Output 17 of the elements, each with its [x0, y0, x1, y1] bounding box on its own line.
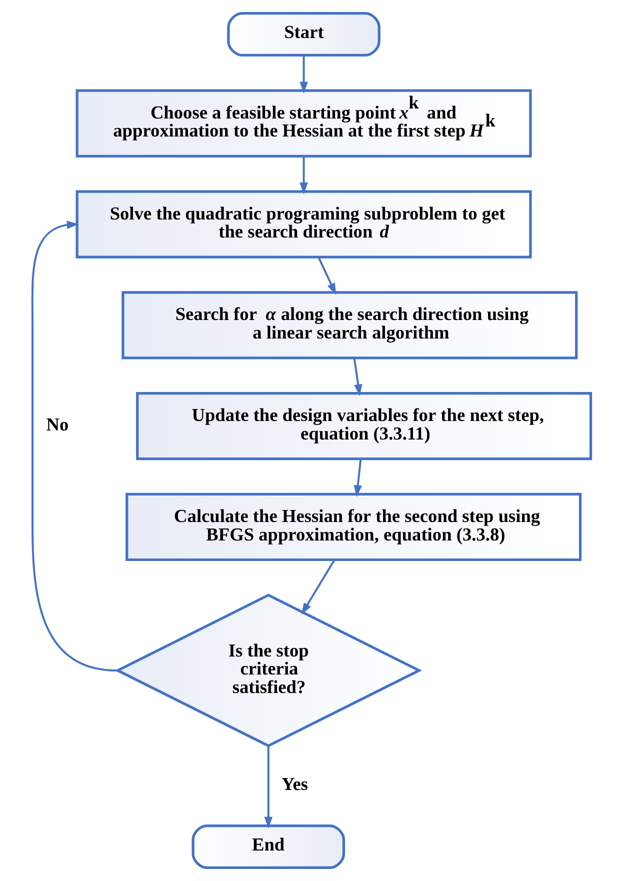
arrow: [31, 220, 116, 672]
arrow: [264, 746, 273, 829]
arrow: [301, 559, 336, 615]
node-box: End: [192, 824, 346, 869]
node-box: Search for α along the search direction using a linear search algorithm: [122, 291, 578, 360]
node-box: Start: [227, 12, 380, 57]
node-box: Solve the quadratic programing subproblem to get the search direction d: [76, 190, 532, 258]
arrow: [300, 156, 308, 194]
arrow: [353, 358, 362, 396]
edge-label: Yes: [282, 774, 308, 794]
arrow: [300, 56, 308, 94]
node-box: Update the design variables for the next step, equation (3.3.11): [136, 392, 592, 460]
node-diamond: Is the stop criteria satisfied?: [114, 594, 422, 748]
node-box: Calculate the Hessian for the second step using BFGS approximation, equation (3.3.8): [126, 492, 582, 562]
arrow: [354, 458, 362, 498]
arrow: [318, 256, 336, 295]
edge-label: No: [46, 414, 69, 434]
